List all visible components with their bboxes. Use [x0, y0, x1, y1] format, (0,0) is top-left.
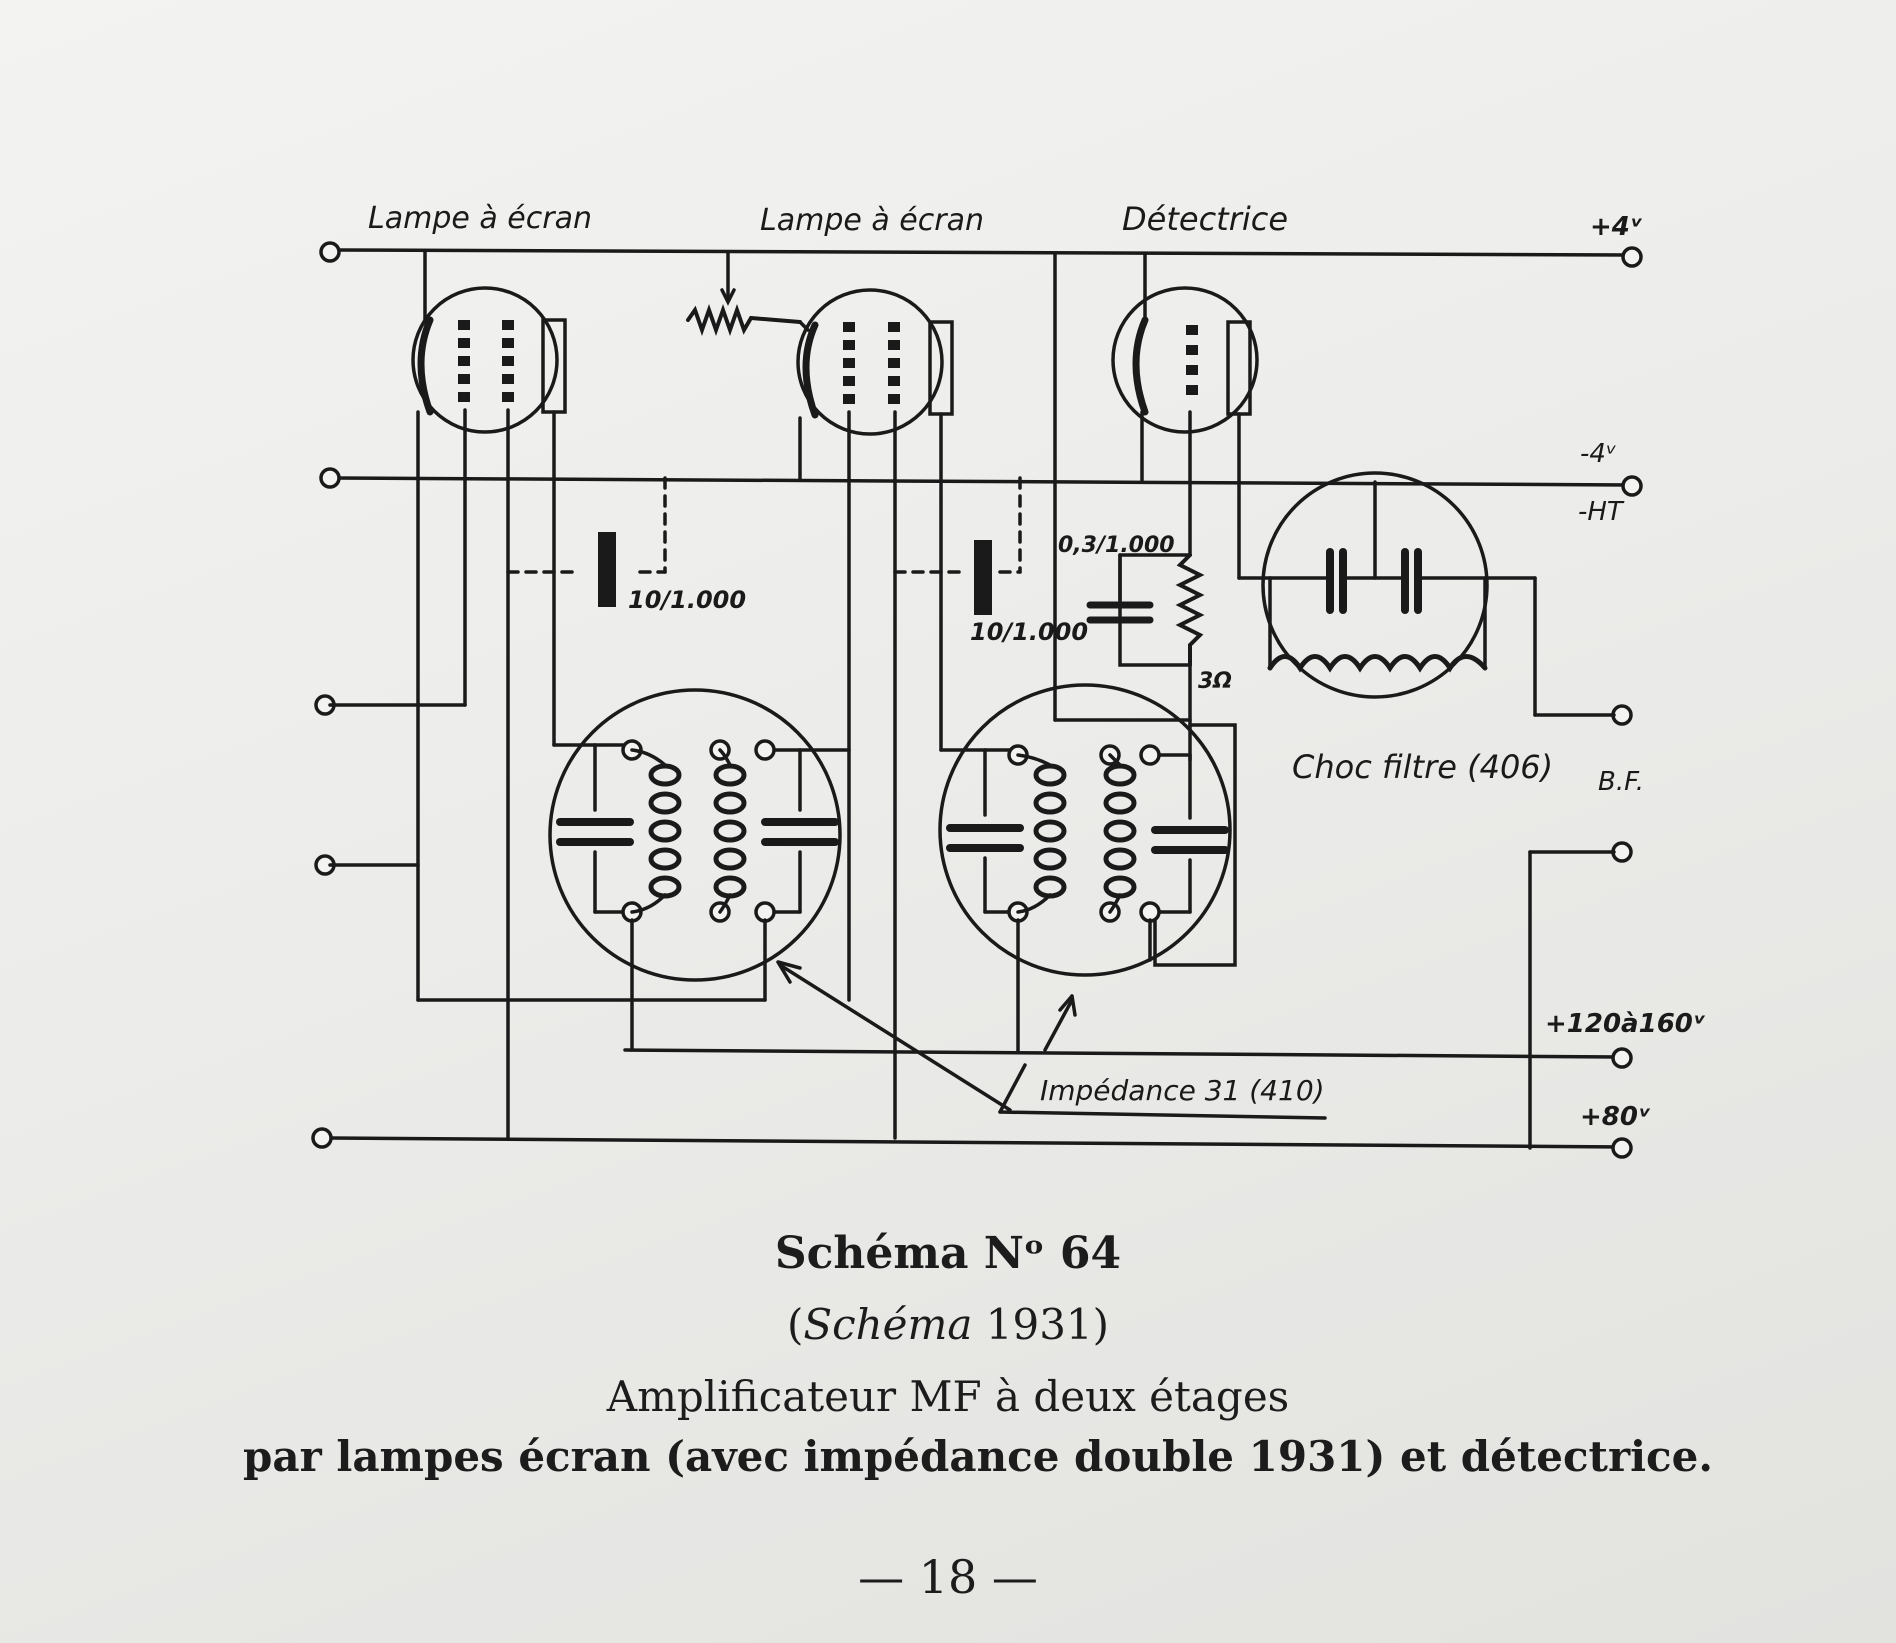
terminal-left-1 [319, 241, 341, 263]
terminal-left-5 [311, 1127, 333, 1149]
impedance-label: Impédance 31 (410) [1040, 1074, 1325, 1107]
terminal-plus80 [1611, 1137, 1633, 1159]
impedance-1-envelope [548, 688, 842, 982]
rail-plus80 [328, 1136, 1627, 1149]
terminal-plus120 [1611, 1047, 1633, 1069]
tube-1-envelope [411, 286, 559, 434]
minus-ht-label: -HT [1578, 497, 1625, 527]
tube-3-envelope [1111, 286, 1259, 434]
tube-1-label: Lampe à écran [368, 201, 592, 236]
terminal-left-2 [319, 467, 341, 489]
plus80-label: +80ᵛ [1580, 1102, 1651, 1132]
tube-2-envelope [796, 288, 944, 436]
cap-2-label: 10/1.000 [970, 618, 1088, 646]
rail-minus4 [333, 476, 1632, 487]
bf-label: B.F. [1598, 767, 1644, 797]
tube-2-label: Lampe à écran [760, 203, 984, 238]
minus4-label: -4ᵛ [1580, 439, 1617, 469]
choke-filter-envelope [1261, 471, 1489, 699]
figure-subtitle: (Schéma 1931) [786, 1300, 1110, 1349]
resistor-label: 3Ω [1198, 669, 1232, 694]
subtitle-italic: Schéma [803, 1300, 973, 1349]
impedance-2-envelope [938, 683, 1232, 977]
choke-label: Choc filtre (406) [1292, 748, 1553, 786]
tube-3-label: Détectrice [1122, 200, 1288, 238]
page-number: — 18 — [858, 1550, 1038, 1604]
subtitle-year: 1931 [985, 1300, 1093, 1349]
rail-plus120 [623, 1048, 1622, 1059]
plus4-label: +4ᵛ [1590, 212, 1643, 242]
caption-line-2: par lampes écran (avec impédance double … [243, 1432, 1713, 1481]
terminal-minus4 [1621, 475, 1643, 497]
caption-line-1: Amplificateur MF à deux étages [606, 1372, 1290, 1421]
plus120-label: +120à160ᵛ [1545, 1009, 1706, 1039]
rail-plus4 [333, 248, 1632, 257]
cap-3-label: 0,3/1.000 [1058, 533, 1175, 558]
terminal-plus4 [1621, 246, 1643, 268]
figure-title: Schéma Nᵒ 64 [774, 1228, 1122, 1279]
cap-1-label: 10/1.000 [628, 586, 746, 614]
